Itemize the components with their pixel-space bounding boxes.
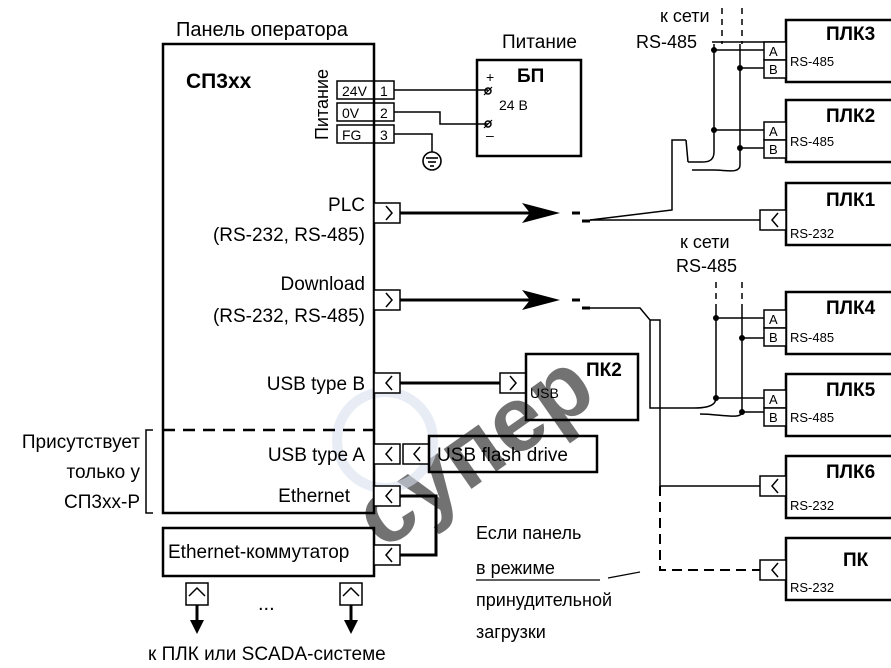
usb-a-port-connector-icon <box>373 443 401 465</box>
psu-plus-terminal-icon <box>484 87 492 95</box>
terminal-number: 3 <box>380 127 388 143</box>
device-plc5-name: ПЛК5 <box>826 380 876 401</box>
power-wires <box>394 89 488 152</box>
device-plc4-name: ПЛК4 <box>826 298 876 319</box>
download-port-connector-icon <box>373 289 401 311</box>
terminal-name: 0V <box>342 105 360 121</box>
port-label-plc: PLC <box>328 195 365 216</box>
device-plc5-iface: RS-485 <box>790 410 834 425</box>
port-label-ethernet: Ethernet <box>278 486 351 507</box>
device-plc1-name: ПЛК1 <box>826 190 876 211</box>
optional-note-line3: СП3хх-Р <box>64 492 140 513</box>
port-label-usb-b: USB type B <box>267 374 365 395</box>
ground-icon <box>422 151 442 171</box>
psu-box <box>475 58 583 158</box>
device-plc2-port-b: B <box>769 142 778 157</box>
usb-flash-drive-box <box>427 434 599 474</box>
device-plc2-name: ПЛК2 <box>826 106 875 127</box>
usb-flash-drive-name: USB flash drive <box>437 445 568 466</box>
forced-note-leader <box>607 571 641 579</box>
psu-minus: – <box>486 127 494 143</box>
forced-note-line1: Если панель <box>476 523 581 543</box>
device-pc-iface: RS-232 <box>790 580 834 595</box>
pc2-usb-connector-icon <box>499 372 527 394</box>
forced-note-line2: в режиме <box>476 558 555 578</box>
device-plc5-port-a: A <box>769 392 778 407</box>
device-plc3-port-b: B <box>769 62 778 77</box>
device-plc1-connector-icon <box>759 209 787 231</box>
psu-voltage: 24 В <box>499 97 528 113</box>
switch-ports-ellipsis: ... <box>258 593 275 615</box>
net-mid-label-sub: RS-485 <box>676 256 737 276</box>
download-cable-arrow-icon <box>522 290 560 310</box>
optional-note-line2: только у <box>67 462 141 483</box>
net-top-label: к сети <box>660 6 710 26</box>
device-plc6-iface: RS-232 <box>790 498 834 513</box>
switch-port-right-icon <box>339 582 363 634</box>
plc-port-connector-icon <box>373 202 401 224</box>
terminal-name: 24V <box>342 83 368 99</box>
pc2-box <box>524 352 640 422</box>
device-plc4-port-b: B <box>769 330 778 345</box>
ethernet-switch-name: Ethernet-коммутатор <box>168 542 349 563</box>
switch-uplink-connector-icon <box>373 544 401 566</box>
panel-caption: Панель оператора <box>176 19 349 41</box>
ethernet-port-connector-icon <box>373 485 401 507</box>
port-label-plc-sub: (RS-232, RS-485) <box>213 225 365 246</box>
device-plc3-port-a: A <box>769 44 778 59</box>
device-pc-connector-icon <box>759 559 787 581</box>
device-plc5-port-b: B <box>769 410 778 425</box>
pc-forced-cable <box>659 486 760 571</box>
psu-plus: + <box>486 69 494 85</box>
operator-panel-box <box>161 42 376 515</box>
device-plc2-iface: RS-485 <box>790 134 834 149</box>
device-plc6-name: ПЛК6 <box>826 462 875 483</box>
optional-note-bracket <box>145 429 153 514</box>
rs485-bus-mid <box>590 307 764 487</box>
terminal-number: 2 <box>380 105 388 121</box>
terminal-number: 1 <box>380 83 388 99</box>
device-pc-name: ПК <box>843 550 869 571</box>
forced-note-line3: принудительной <box>476 590 612 610</box>
power-terminal-block: 24V 0V FG 1 2 3 <box>336 80 395 144</box>
device-plc1-iface: RS-232 <box>790 226 834 241</box>
net-mid-label: к сети <box>680 232 730 252</box>
port-label-download-sub: (RS-232, RS-485) <box>213 306 365 327</box>
device-plc3-iface: RS-485 <box>790 54 834 69</box>
device-plc6-connector-icon <box>759 475 787 497</box>
pc2-name: ПК2 <box>586 360 622 381</box>
device-plc3-name: ПЛК3 <box>826 24 875 45</box>
switch-bottom-caption: к ПЛК или SCADA-системе <box>148 644 386 665</box>
device-plc4-iface: RS-485 <box>790 330 834 345</box>
terminal-name: FG <box>342 127 361 143</box>
usb-b-port-connector-icon <box>373 372 401 394</box>
forced-note-line4: загрузки <box>476 622 546 642</box>
device-plc2-port-a: A <box>769 124 778 139</box>
switch-port-left-icon <box>185 582 209 634</box>
psu-name: БП <box>517 66 544 87</box>
panel-power-label: Питание <box>312 69 332 140</box>
optional-note-line1: Присутствует <box>22 432 140 453</box>
rs485-bus-top <box>589 41 786 221</box>
port-label-usb-a: USB type A <box>268 445 365 466</box>
device-plc4-port-a: A <box>769 312 778 327</box>
plc-cable-arrow-icon <box>522 203 560 223</box>
ethernet-cable <box>400 494 438 557</box>
panel-model: СП3хх <box>186 70 252 93</box>
port-label-download: Download <box>281 274 366 295</box>
pc2-port: USB <box>530 385 559 401</box>
flash-connector-icon <box>402 443 430 465</box>
net-top-label-sub: RS-485 <box>636 32 697 52</box>
psu-caption: Питание <box>502 32 577 53</box>
